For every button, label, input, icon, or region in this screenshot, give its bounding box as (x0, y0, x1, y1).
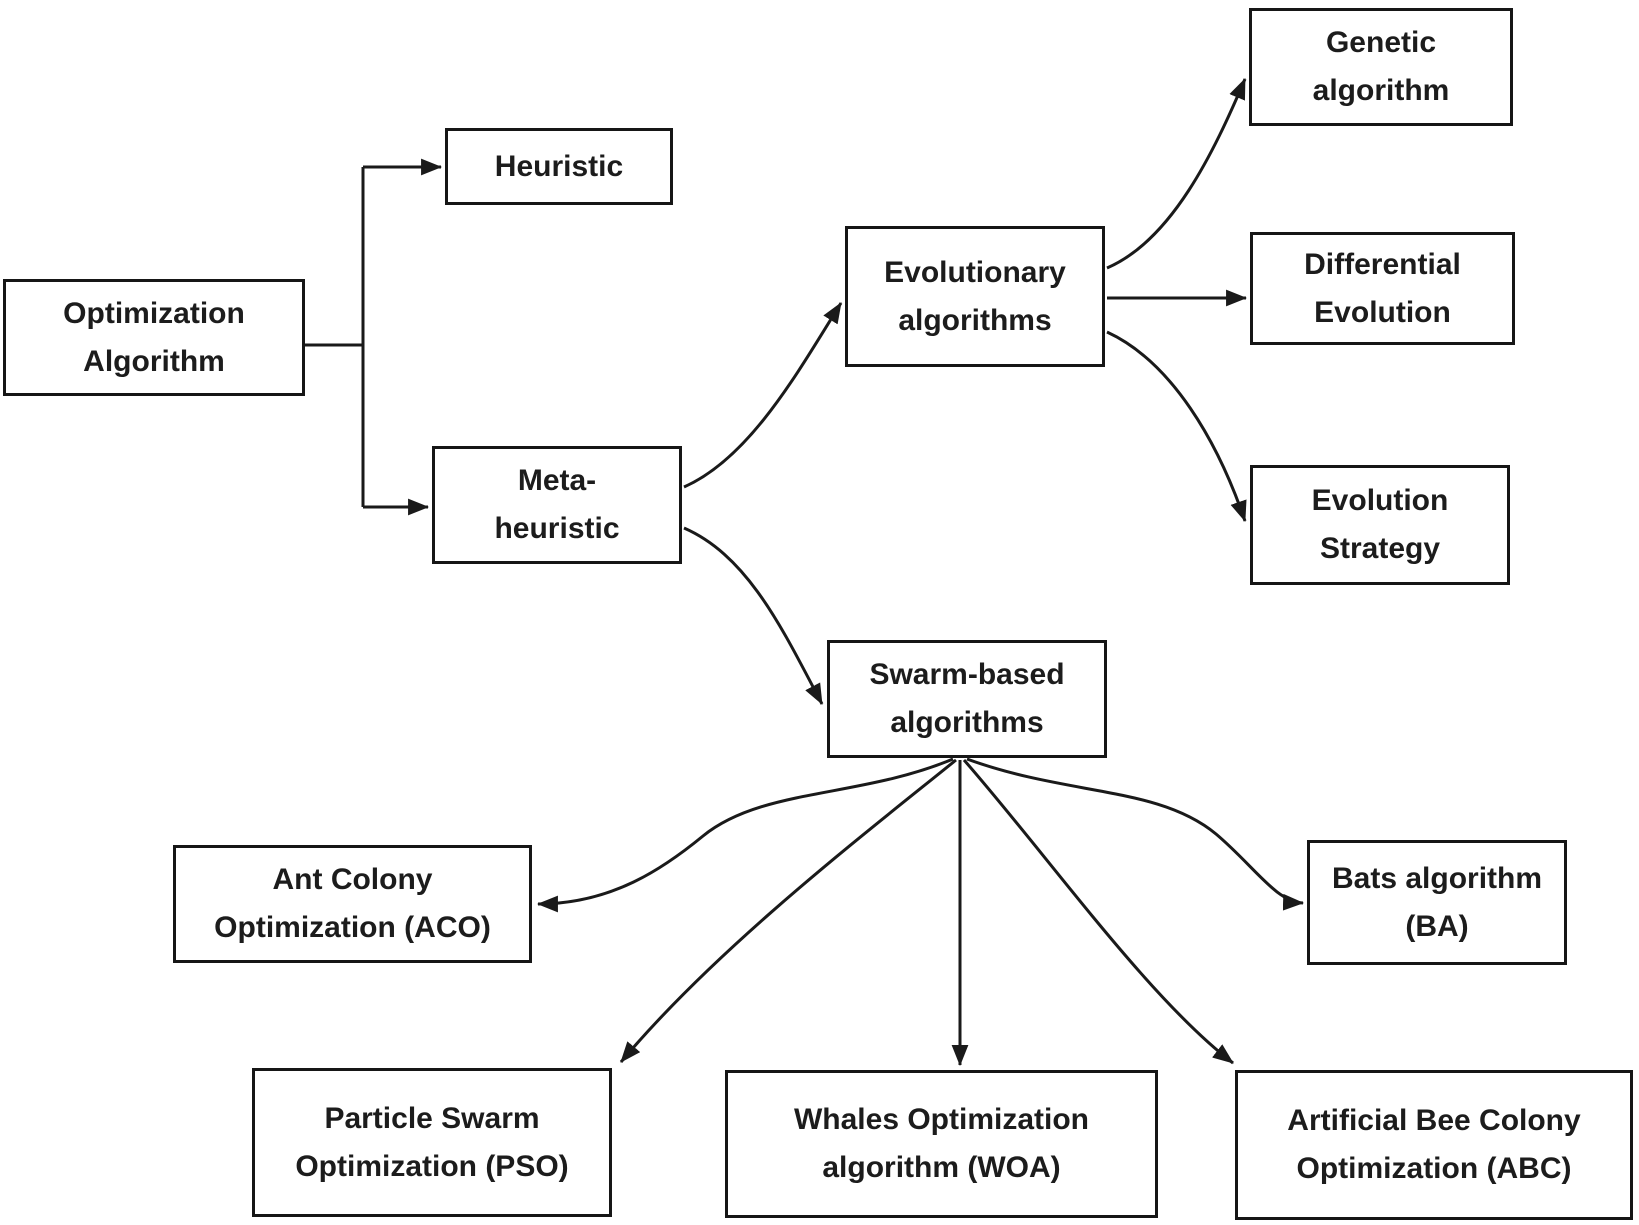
node-label-line: algorithms (890, 706, 1044, 739)
node-artificial-bee-colony-optimization: Artificial Bee Colony Optimization (ABC) (1235, 1070, 1633, 1220)
node-label-line: heuristic (494, 512, 620, 545)
node-swarm-based-algorithms: Swarm-based algorithms (827, 640, 1107, 758)
node-genetic-algorithm: Genetic algorithm (1249, 8, 1513, 126)
node-label-line: Whales Optimization (793, 1103, 1090, 1136)
edge-swarm-pso (619, 758, 957, 1063)
node-label-line: Meta- (517, 464, 597, 497)
node-label-line: Heuristic (494, 149, 624, 183)
node-label-line: Algorithm (83, 344, 225, 378)
edge-swarm-aco (536, 757, 954, 913)
node-label-line: Optimization (PSO) (295, 1149, 569, 1183)
node-bats-algorithm: Bats algorithm (BA) (1307, 840, 1567, 965)
node-label-line: algorithm (WOA) (822, 1151, 1061, 1184)
node-label-line: Evolution (1311, 484, 1449, 517)
node-label-line: Ant Colony (272, 863, 433, 896)
node-whales-optimization-algorithm: Whales Optimization algorithm (WOA) (725, 1070, 1158, 1218)
node-label-line: algorithms (898, 303, 1052, 337)
node-particle-swarm-optimization: Particle Swarm Optimization (PSO) (252, 1068, 612, 1217)
node-ant-colony-optimization: Ant Colony Optimization (ACO) (173, 845, 532, 963)
node-label-line: Differential (1304, 247, 1461, 281)
edge-evolutionary-genetic (1106, 78, 1247, 270)
node-heuristic: Heuristic (445, 128, 673, 205)
node-label-line: Bats algorithm (1331, 861, 1543, 895)
node-label-line: Evolutionary (884, 255, 1066, 289)
node-label-line: Optimization (ABC) (1296, 1152, 1572, 1185)
node-optimization-algorithm: Optimization Algorithm (3, 279, 305, 396)
node-label-line: Genetic (1325, 26, 1437, 59)
node-label-line: Optimization (ACO) (214, 911, 491, 944)
node-label-line: (BA) (1405, 909, 1469, 943)
edge-swarm-abc (962, 759, 1234, 1065)
edge-swarm-ba (966, 757, 1305, 911)
node-meta-heuristic: Meta- heuristic (432, 446, 682, 564)
node-label-line: Optimization (63, 296, 245, 330)
node-label-line: Strategy (1319, 532, 1441, 565)
node-label-line: Evolution (1314, 295, 1451, 329)
edge-evolutionary-evolution-strategy (1106, 330, 1247, 522)
edge-metaheuristic-evolutionary (683, 302, 843, 489)
edge-metaheuristic-swarm (683, 526, 824, 705)
node-differential-evolution: Differential Evolution (1250, 232, 1515, 345)
node-label-line: Swarm-based (869, 658, 1065, 691)
node-label-line: algorithm (1312, 74, 1450, 107)
node-label-line: Particle Swarm (324, 1101, 540, 1135)
node-label-line: Artificial Bee Colony (1287, 1104, 1581, 1137)
node-evolutionary-algorithms: Evolutionary algorithms (845, 226, 1105, 367)
node-evolution-strategy: Evolution Strategy (1250, 465, 1510, 585)
